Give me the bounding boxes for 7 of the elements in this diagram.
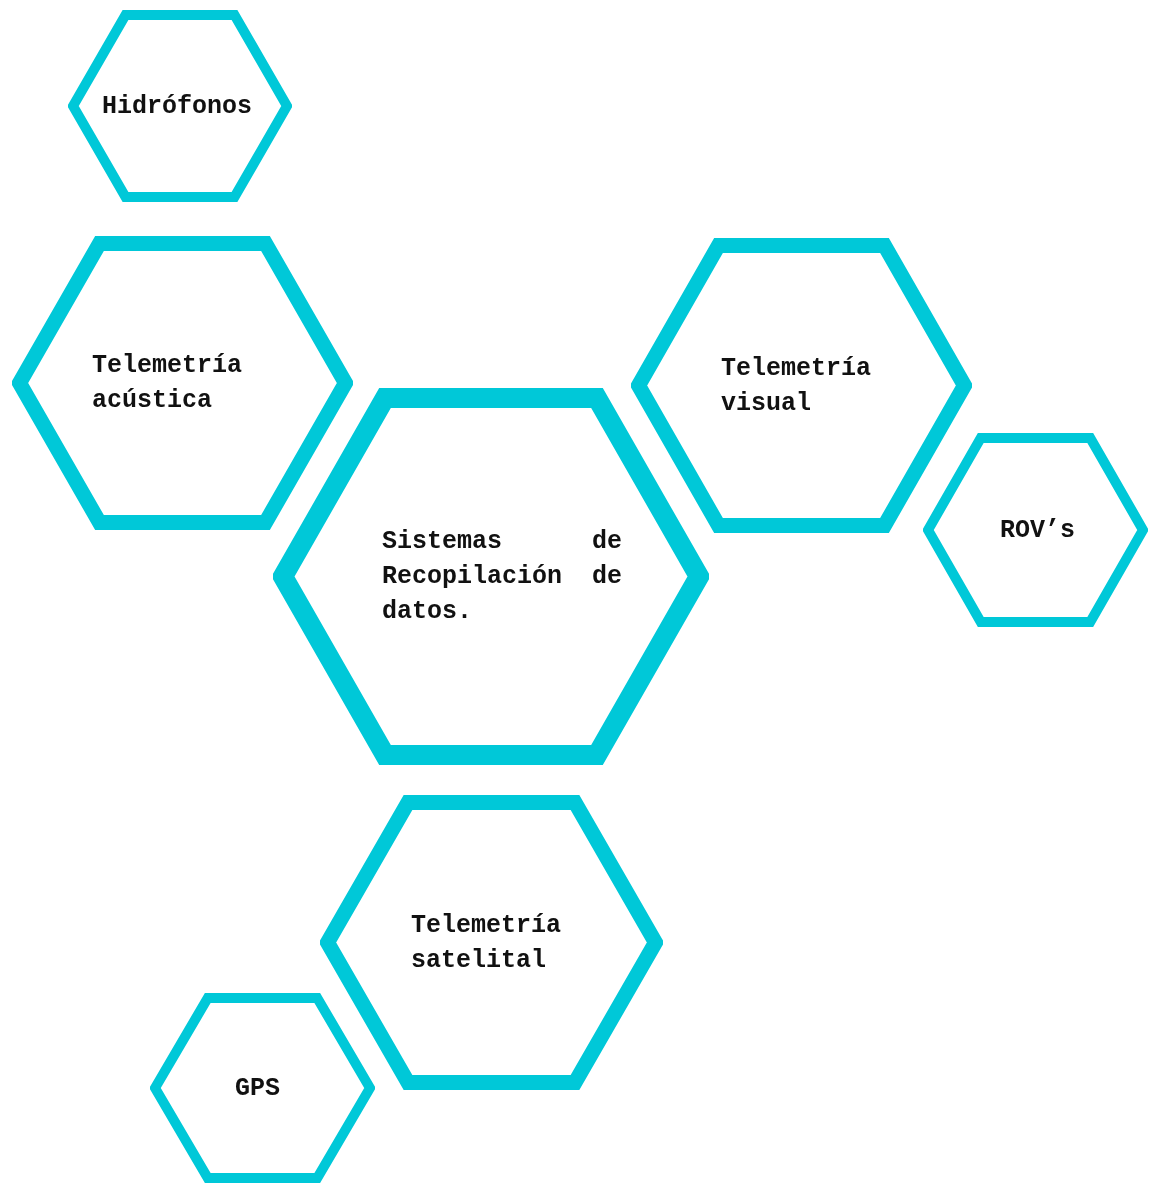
hexagon-label: Telemetría visual [721,352,873,420]
hexagon-label: Hidrófonos [102,90,254,123]
hexagon-label: ROV’s [1000,514,1076,547]
hexagon-label: Telemetría acústica [92,350,244,417]
hexagon-label: Sistemas de Recopilación de datos. [382,526,622,628]
hexagon-label: GPS [235,1072,281,1105]
hexagon-label: Telemetría satelital [411,909,563,977]
